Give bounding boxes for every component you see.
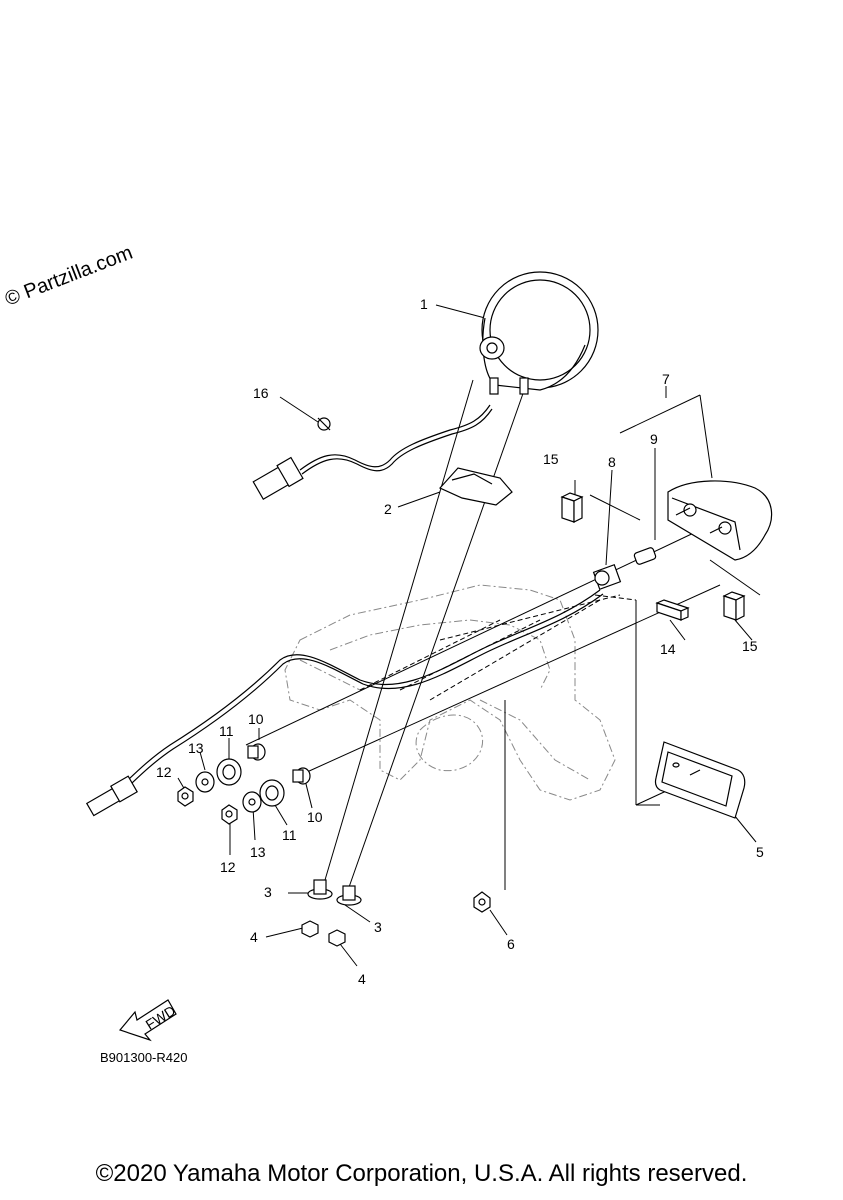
- callout-15a: 15: [543, 451, 559, 467]
- callout-3b: 3: [374, 919, 382, 935]
- part-2-bracket: [439, 467, 513, 506]
- part-11-damper-b: [259, 779, 285, 807]
- callout-6: 6: [507, 936, 515, 952]
- callout-11b: 11: [282, 827, 297, 843]
- callout-8: 8: [608, 454, 616, 470]
- part-11-damper-a: [216, 758, 242, 786]
- callouts: 1 2 3 3 4 4 5 6 7 8 9 10 10 11 11 12 12 …: [156, 296, 764, 987]
- callout-12b: 12: [220, 859, 236, 875]
- callout-1: 1: [420, 296, 428, 312]
- frame-outline: [284, 584, 616, 801]
- part-12-nut-a: [177, 786, 194, 807]
- part-10-grommet-a: [247, 743, 266, 761]
- part-12-nut-b: [221, 804, 238, 825]
- part-4-nut-b: [328, 929, 346, 947]
- callout-4a: 4: [250, 929, 258, 945]
- leader-lines: [177, 304, 761, 967]
- part-15-cushion-b: [722, 591, 746, 621]
- part-13-washer-b: [242, 791, 262, 813]
- part-3-collar-b: [336, 885, 362, 906]
- callout-4b: 4: [358, 971, 366, 987]
- callout-13b: 13: [250, 844, 266, 860]
- part-10-grommet-b: [292, 767, 311, 785]
- callout-15b: 15: [742, 638, 758, 654]
- callout-11a: 11: [219, 723, 234, 739]
- stay-lines: [245, 379, 721, 891]
- callout-5: 5: [756, 844, 764, 860]
- callout-7: 7: [662, 371, 670, 387]
- part-16-clamp: [317, 417, 331, 431]
- callout-2: 2: [384, 501, 392, 517]
- part-7-taillight: [667, 480, 773, 561]
- taillight-harness: [85, 589, 604, 817]
- headlight-harness: [252, 404, 493, 500]
- part-4-nut-a: [301, 920, 319, 938]
- callout-10a: 10: [248, 711, 264, 727]
- copyright-notice: ©2020 Yamaha Motor Corporation, U.S.A. A…: [95, 1160, 748, 1187]
- part-8-socket: [592, 564, 622, 590]
- part-9-bulb: [633, 547, 657, 565]
- callout-12a: 12: [156, 764, 172, 780]
- part-1-housing: [479, 271, 599, 395]
- part-6-nut: [473, 891, 491, 913]
- part-5-reflector: [654, 741, 746, 819]
- part-14-cushion: [655, 599, 690, 621]
- callout-14: 14: [660, 641, 676, 657]
- callout-10b: 10: [307, 809, 323, 825]
- fwd-arrow-icon: FWD: [118, 999, 178, 1042]
- diagram-code: B901300-R420: [100, 1050, 188, 1065]
- part-15-cushion-a: [560, 492, 584, 523]
- callout-9: 9: [650, 431, 658, 447]
- callout-16: 16: [253, 385, 269, 401]
- part-13-washer-a: [195, 771, 215, 793]
- part-3-collar-a: [307, 879, 333, 900]
- callout-13a: 13: [188, 740, 204, 756]
- callout-3a: 3: [264, 884, 272, 900]
